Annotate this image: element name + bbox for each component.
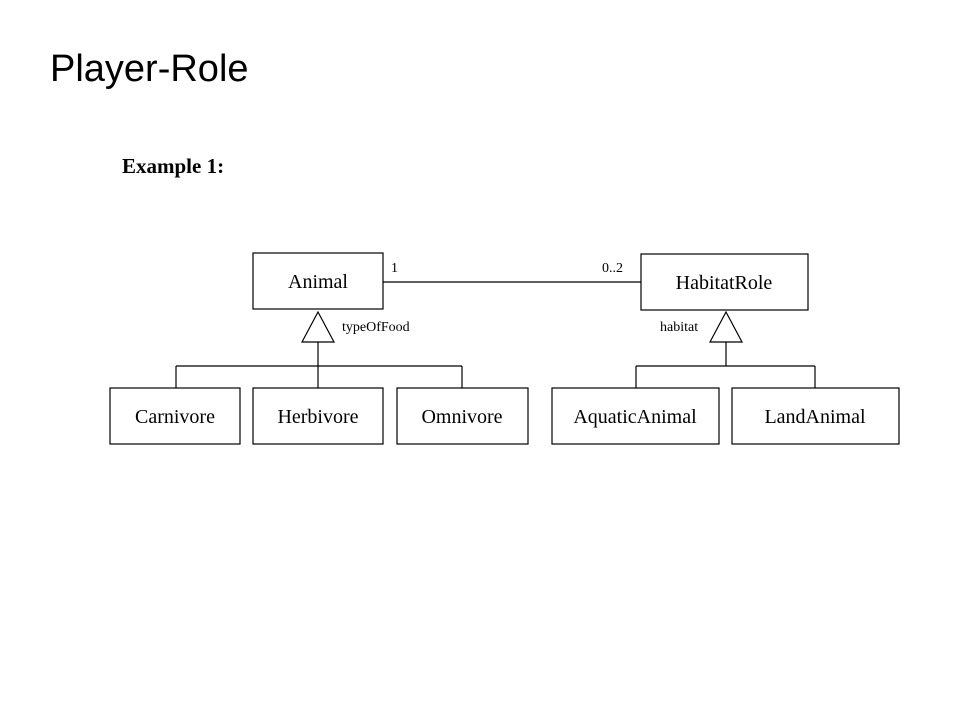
class-carnivore: Carnivore (109, 387, 241, 445)
class-aquatic-animal: AquaticAnimal (551, 387, 720, 445)
class-habitat-role-label: HabitatRole (676, 272, 773, 294)
class-herbivore-label: Herbivore (277, 406, 358, 428)
discriminator-habitat: habitat (660, 320, 698, 335)
generalization-triangle-habitat (709, 310, 743, 343)
class-aquatic-animal-label: AquaticAnimal (573, 406, 697, 428)
discriminator-type-of-food: typeOfFood (342, 320, 410, 335)
class-animal: Animal (252, 252, 384, 310)
class-herbivore: Herbivore (252, 387, 384, 445)
slide-title: Player-Role (50, 48, 249, 90)
example-subtitle: Example 1: (122, 154, 225, 178)
multiplicity-animal: 1 (391, 261, 398, 276)
generalization-habitat-role: habitat (635, 310, 816, 388)
multiplicity-habitat-role: 0..2 (602, 261, 623, 276)
class-habitat-role: HabitatRole (640, 253, 809, 311)
class-omnivore: Omnivore (396, 387, 529, 445)
class-land-animal-label: LandAnimal (764, 406, 866, 428)
class-carnivore-label: Carnivore (135, 406, 215, 428)
class-land-animal: LandAnimal (731, 387, 900, 445)
class-omnivore-label: Omnivore (421, 406, 502, 428)
class-animal-label: Animal (288, 271, 348, 293)
generalization-animal: typeOfFood (175, 310, 463, 388)
generalization-triangle-animal (301, 310, 335, 343)
